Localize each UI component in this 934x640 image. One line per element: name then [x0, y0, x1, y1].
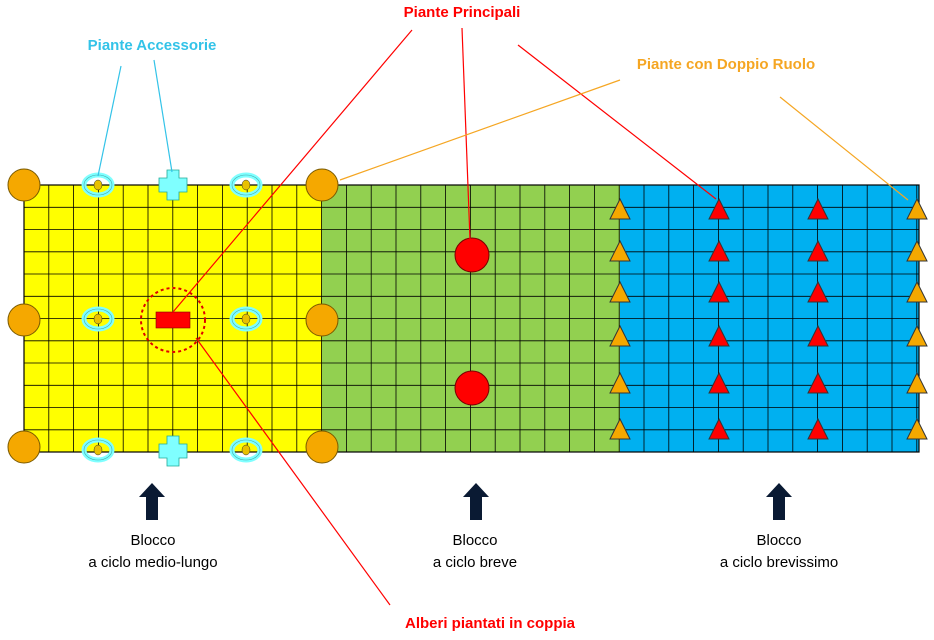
ring-plant-center	[241, 179, 251, 191]
pair-highlight-circle	[140, 287, 206, 353]
circle-plant-icon	[305, 430, 339, 464]
label-piante-doppio-ruolo: Piante con Doppio Ruolo	[637, 56, 815, 73]
triangle-plant-icon	[708, 239, 730, 262]
triangle-plant-icon	[807, 280, 829, 303]
ring-plant-outline	[231, 439, 261, 461]
ring-plant-center	[93, 444, 103, 456]
triangle-plant-icon	[609, 197, 631, 220]
leader-alberi-coppia	[195, 337, 391, 606]
leader-principali-3	[517, 44, 717, 200]
cross-plant-icon	[158, 435, 188, 467]
circle-plant-icon	[454, 237, 490, 273]
triangle-plant-icon	[807, 417, 829, 440]
block-caption-1: Blocco a ciclo medio-lungo	[88, 483, 218, 571]
ring-plant-center	[93, 179, 103, 191]
up-arrow-icon	[766, 483, 792, 520]
block-2-line2: a ciclo breve	[433, 554, 517, 571]
cross-plant-icon	[158, 169, 188, 201]
leader-doppio-1	[339, 79, 621, 181]
triangle-plant-icon	[708, 197, 730, 220]
circle-plant-icon	[7, 303, 41, 337]
triangle-plant-icon	[807, 197, 829, 220]
triangle-plant-icon	[807, 371, 829, 394]
triangle-plant-icon	[708, 371, 730, 394]
label-alberi-coppia: Alberi piantati in coppia	[405, 615, 576, 632]
ring-plant-outline	[83, 439, 113, 461]
triangle-plant-icon	[906, 197, 928, 220]
leader-principali-2	[461, 27, 471, 241]
circle-plant-icon	[305, 168, 339, 202]
up-arrow-icon	[139, 483, 165, 520]
leader-doppio-2	[779, 96, 909, 201]
circle-plant-icon	[7, 430, 41, 464]
block-2-line1: Blocco	[452, 532, 497, 549]
triangle-plant-icon	[609, 239, 631, 262]
circle-plant-icon	[454, 370, 490, 406]
block-caption-2: Blocco a ciclo breve	[433, 483, 517, 571]
label-piante-principali: Piante Principali	[404, 4, 521, 21]
triangle-plant-icon	[708, 417, 730, 440]
block-1-line2: a ciclo medio-lungo	[88, 554, 217, 571]
plants-layer	[7, 168, 928, 467]
triangle-plant-icon	[906, 239, 928, 262]
leader-lines	[97, 27, 909, 606]
label-piante-accessorie: Piante Accessorie	[88, 37, 217, 54]
ring-plant-center	[93, 313, 103, 325]
triangle-plant-icon	[807, 239, 829, 262]
triangle-plant-icon	[609, 324, 631, 347]
leader-principali-1	[172, 29, 413, 313]
block-3-line2: a ciclo brevissimo	[720, 554, 838, 571]
triangle-plant-icon	[906, 371, 928, 394]
block-caption-3: Blocco a ciclo brevissimo	[720, 483, 838, 571]
up-arrow-icon	[463, 483, 489, 520]
ring-plant-outline	[231, 174, 261, 196]
triangle-plant-icon	[609, 280, 631, 303]
ring-plant-center	[241, 444, 251, 456]
circle-plant-icon	[305, 303, 339, 337]
triangle-plant-icon	[906, 324, 928, 347]
triangle-plant-icon	[906, 417, 928, 440]
ring-plant-outline	[83, 308, 113, 330]
triangle-plant-icon	[807, 324, 829, 347]
rectangle-plant-icon	[155, 311, 191, 329]
ring-plant-outline	[231, 308, 261, 330]
triangle-plant-icon	[708, 280, 730, 303]
triangle-plant-icon	[609, 417, 631, 440]
circle-plant-icon	[7, 168, 41, 202]
leader-accessorie-2	[153, 59, 173, 173]
ring-plant-center	[241, 313, 251, 325]
leader-accessorie-1	[97, 65, 122, 177]
block-3-line1: Blocco	[756, 532, 801, 549]
triangle-plant-icon	[708, 324, 730, 347]
triangle-plant-icon	[906, 280, 928, 303]
block-1-line1: Blocco	[130, 532, 175, 549]
triangle-plant-icon	[609, 371, 631, 394]
